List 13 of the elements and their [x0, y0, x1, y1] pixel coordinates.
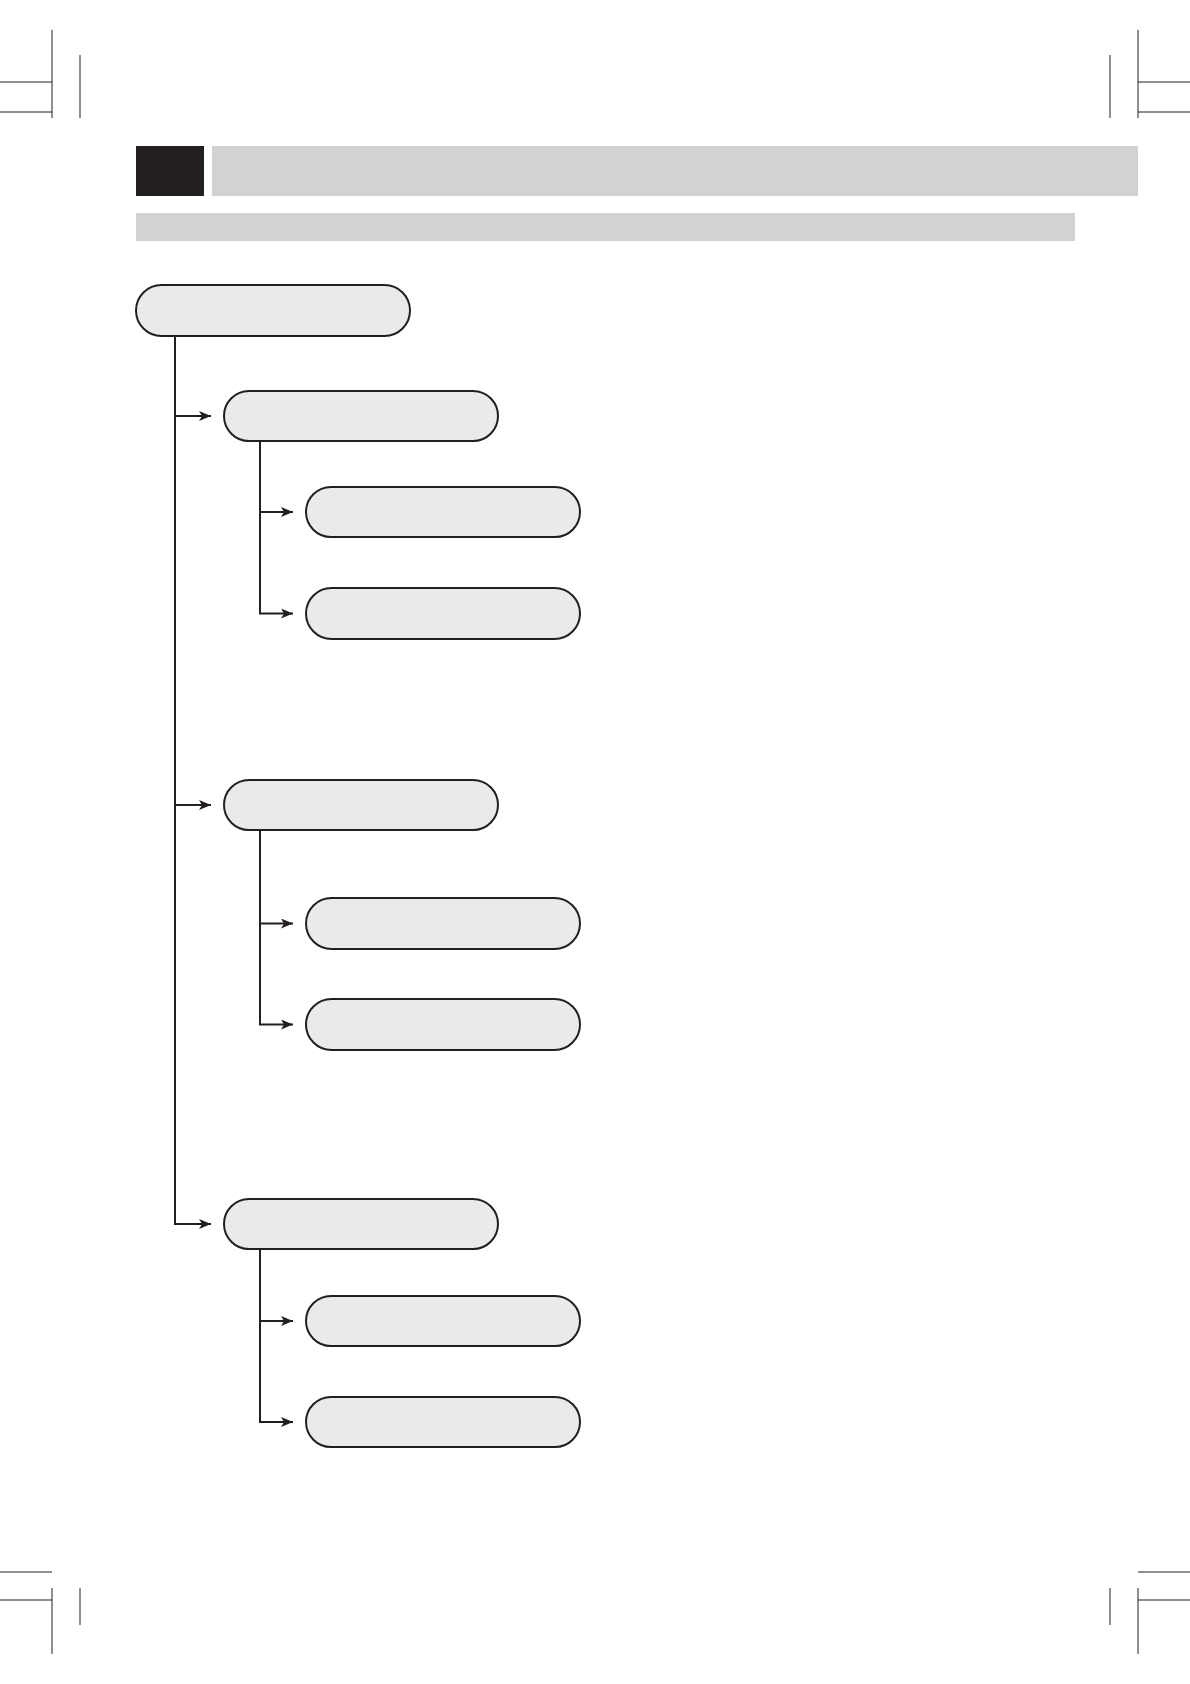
rounded-box	[305, 587, 581, 640]
rounded-box	[305, 486, 581, 538]
arrow	[259, 441, 294, 619]
rounded-box	[305, 1396, 581, 1448]
rounded-box	[305, 897, 581, 950]
rounded-box	[305, 1295, 581, 1347]
arrow	[259, 1249, 294, 1427]
arrow	[259, 830, 294, 1030]
rounded-box	[135, 284, 411, 337]
rounded-box	[223, 779, 499, 831]
rounded-box	[223, 390, 499, 442]
rounded-box	[305, 998, 581, 1051]
rounded-box	[223, 1198, 499, 1250]
